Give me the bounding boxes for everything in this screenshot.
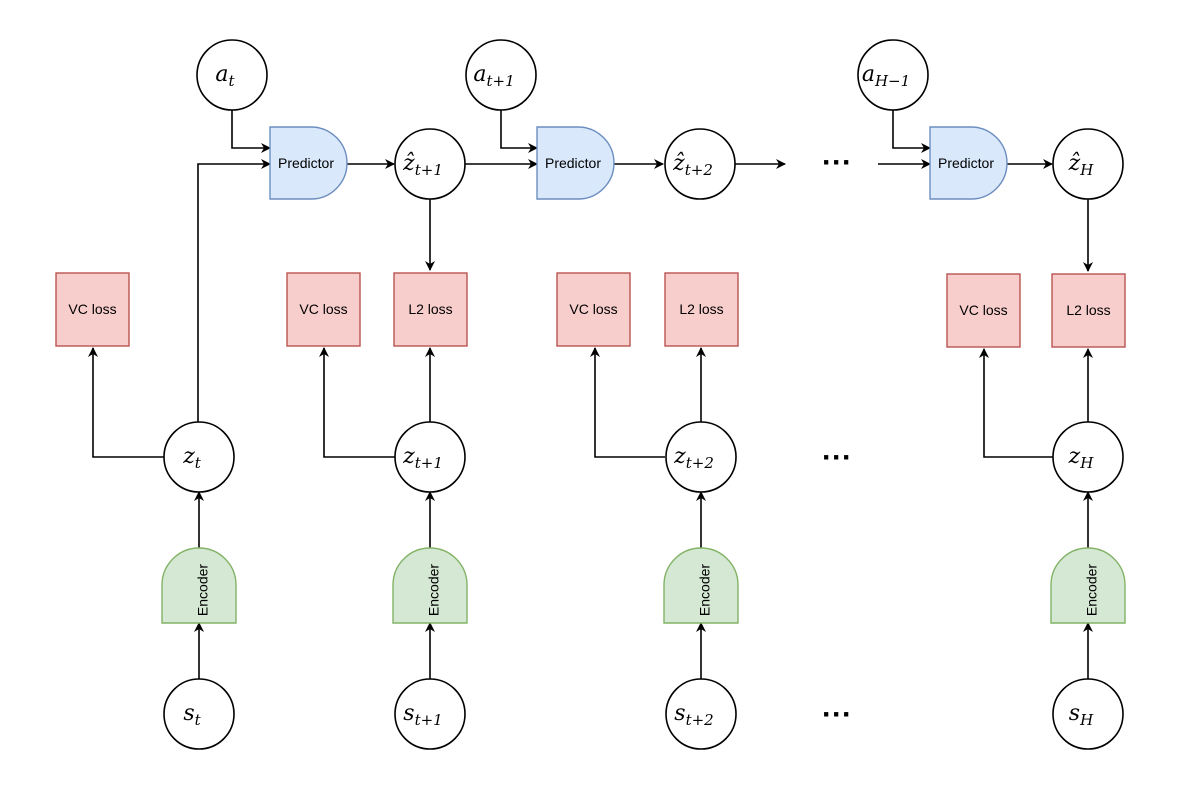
svg-text:at: at — [215, 62, 235, 90]
vc-loss-t2: VC loss — [556, 272, 631, 347]
symbol-base: s — [674, 701, 685, 726]
symbol-base: a — [862, 62, 875, 87]
symbol-subscript: H — [1079, 454, 1094, 472]
symbol-base: z — [1068, 444, 1081, 469]
state-node-t: st — [163, 678, 235, 750]
l2-loss-t1: L2 loss — [393, 272, 468, 347]
symbol-base: z — [402, 444, 415, 469]
edge-a-t — [231, 110, 271, 153]
symbol-base: z — [673, 444, 686, 469]
encoder-label: Encoder — [426, 564, 442, 616]
symbol-subscript: H — [1079, 161, 1094, 179]
symbol-subscript: t+2 — [686, 711, 714, 729]
svg-text:st+2: st+2 — [674, 701, 713, 729]
symbol-subscript: t+2 — [685, 161, 713, 179]
svg-text:st+1: st+1 — [403, 701, 442, 729]
action-node-t1: at+1 — [465, 39, 537, 111]
edge-zt1-vc — [319, 347, 395, 458]
state-node-t1: st+1 — [394, 678, 466, 750]
encoder-label: Encoder — [1084, 564, 1100, 616]
svg-text:st: st — [183, 701, 201, 729]
symbol-subscript: H−1 — [874, 72, 910, 90]
predictor-2: Predictor — [536, 126, 615, 200]
symbol-base: s — [183, 701, 194, 726]
encoder-label: Encoder — [195, 564, 211, 616]
symbol-subscript: t — [195, 711, 202, 729]
predictor-1: Predictor — [269, 126, 348, 200]
edge-zt-pred — [197, 159, 271, 423]
latent-node-H: zH — [1052, 421, 1124, 493]
ellipsis-states: ··· — [822, 698, 852, 731]
loss-label: L2 loss — [679, 301, 723, 317]
loss-label: VC loss — [299, 301, 347, 317]
loss-label: L2 loss — [1066, 302, 1110, 318]
svg-text:ẑt+1: ẑt+1 — [402, 151, 443, 179]
symbol-subscript: t+1 — [415, 711, 443, 729]
symbol-subscript: t — [229, 72, 236, 90]
ellipsis-predictions: ··· — [822, 146, 852, 179]
svg-text:at+1: at+1 — [473, 62, 514, 90]
vc-loss-t1: VC loss — [286, 272, 361, 347]
predictor-label: Predictor — [278, 155, 334, 171]
pred-node-H: ẑH — [1052, 128, 1124, 200]
encoder-t1: Encoder — [392, 547, 468, 624]
ellipsis-latents: ··· — [822, 441, 852, 474]
l2-loss-t2: L2 loss — [664, 272, 739, 347]
edges — [88, 110, 1093, 679]
symbol-base: ẑ — [672, 151, 685, 176]
loss-label: VC loss — [959, 302, 1007, 318]
svg-text:ẑH: ẑH — [1068, 151, 1095, 179]
symbol-base: a — [473, 62, 486, 87]
encoder-t2: Encoder — [663, 547, 739, 624]
edge-a-H1 — [892, 110, 931, 153]
predictor-label: Predictor — [938, 155, 994, 171]
edge-a-t1 — [500, 110, 538, 153]
edge-zt2-vc — [590, 347, 665, 458]
symbol-subscript: t+1 — [415, 454, 443, 472]
svg-text:zt+1: zt+1 — [402, 444, 443, 472]
encoder-t: Encoder — [161, 547, 237, 624]
pred-node-t2: ẑt+2 — [664, 128, 736, 200]
svg-text:aH−1: aH−1 — [862, 62, 910, 90]
predictor-label: Predictor — [545, 155, 601, 171]
predictor-3: Predictor — [929, 126, 1008, 200]
loss-label: VC loss — [569, 301, 617, 317]
svg-text:sH: sH — [1069, 701, 1094, 729]
action-node-H1: aH−1 — [857, 39, 929, 111]
latent-node-t1: zt+1 — [394, 421, 466, 493]
latent-node-t2: zt+2 — [665, 421, 737, 493]
svg-text:zt: zt — [182, 444, 202, 472]
symbol-subscript: H — [1079, 711, 1094, 729]
edge-zt-vc — [88, 347, 164, 458]
symbol-base: a — [215, 62, 228, 87]
vc-loss-t: VC loss — [55, 272, 130, 347]
symbol-base: ẑ — [402, 151, 415, 176]
pred-node-t1: ẑt+1 — [394, 128, 466, 200]
svg-text:zH: zH — [1068, 444, 1095, 472]
svg-text:zt+2: zt+2 — [673, 444, 714, 472]
symbol-base: ẑ — [1068, 151, 1081, 176]
state-node-H: sH — [1052, 678, 1124, 750]
state-node-t2: st+2 — [665, 678, 737, 750]
symbol-subscript: t+1 — [486, 72, 514, 90]
edge-zH-vc — [979, 348, 1053, 458]
loss-label: L2 loss — [408, 301, 452, 317]
symbol-base: s — [403, 701, 414, 726]
loss-label: VC loss — [68, 301, 116, 317]
l2-loss-H: L2 loss — [1051, 273, 1126, 348]
symbol-subscript: t+2 — [686, 454, 714, 472]
action-node-t: at — [196, 39, 268, 111]
encoder-label: Encoder — [697, 564, 713, 616]
symbol-subscript: t+1 — [415, 161, 443, 179]
symbol-base: s — [1069, 701, 1080, 726]
vc-loss-H: VC loss — [946, 273, 1021, 348]
symbol-base: z — [182, 444, 195, 469]
latent-node-t: zt — [163, 421, 235, 493]
symbol-subscript: t — [195, 454, 202, 472]
svg-text:ẑt+2: ẑt+2 — [672, 151, 713, 179]
encoder-H: Encoder — [1050, 547, 1126, 624]
